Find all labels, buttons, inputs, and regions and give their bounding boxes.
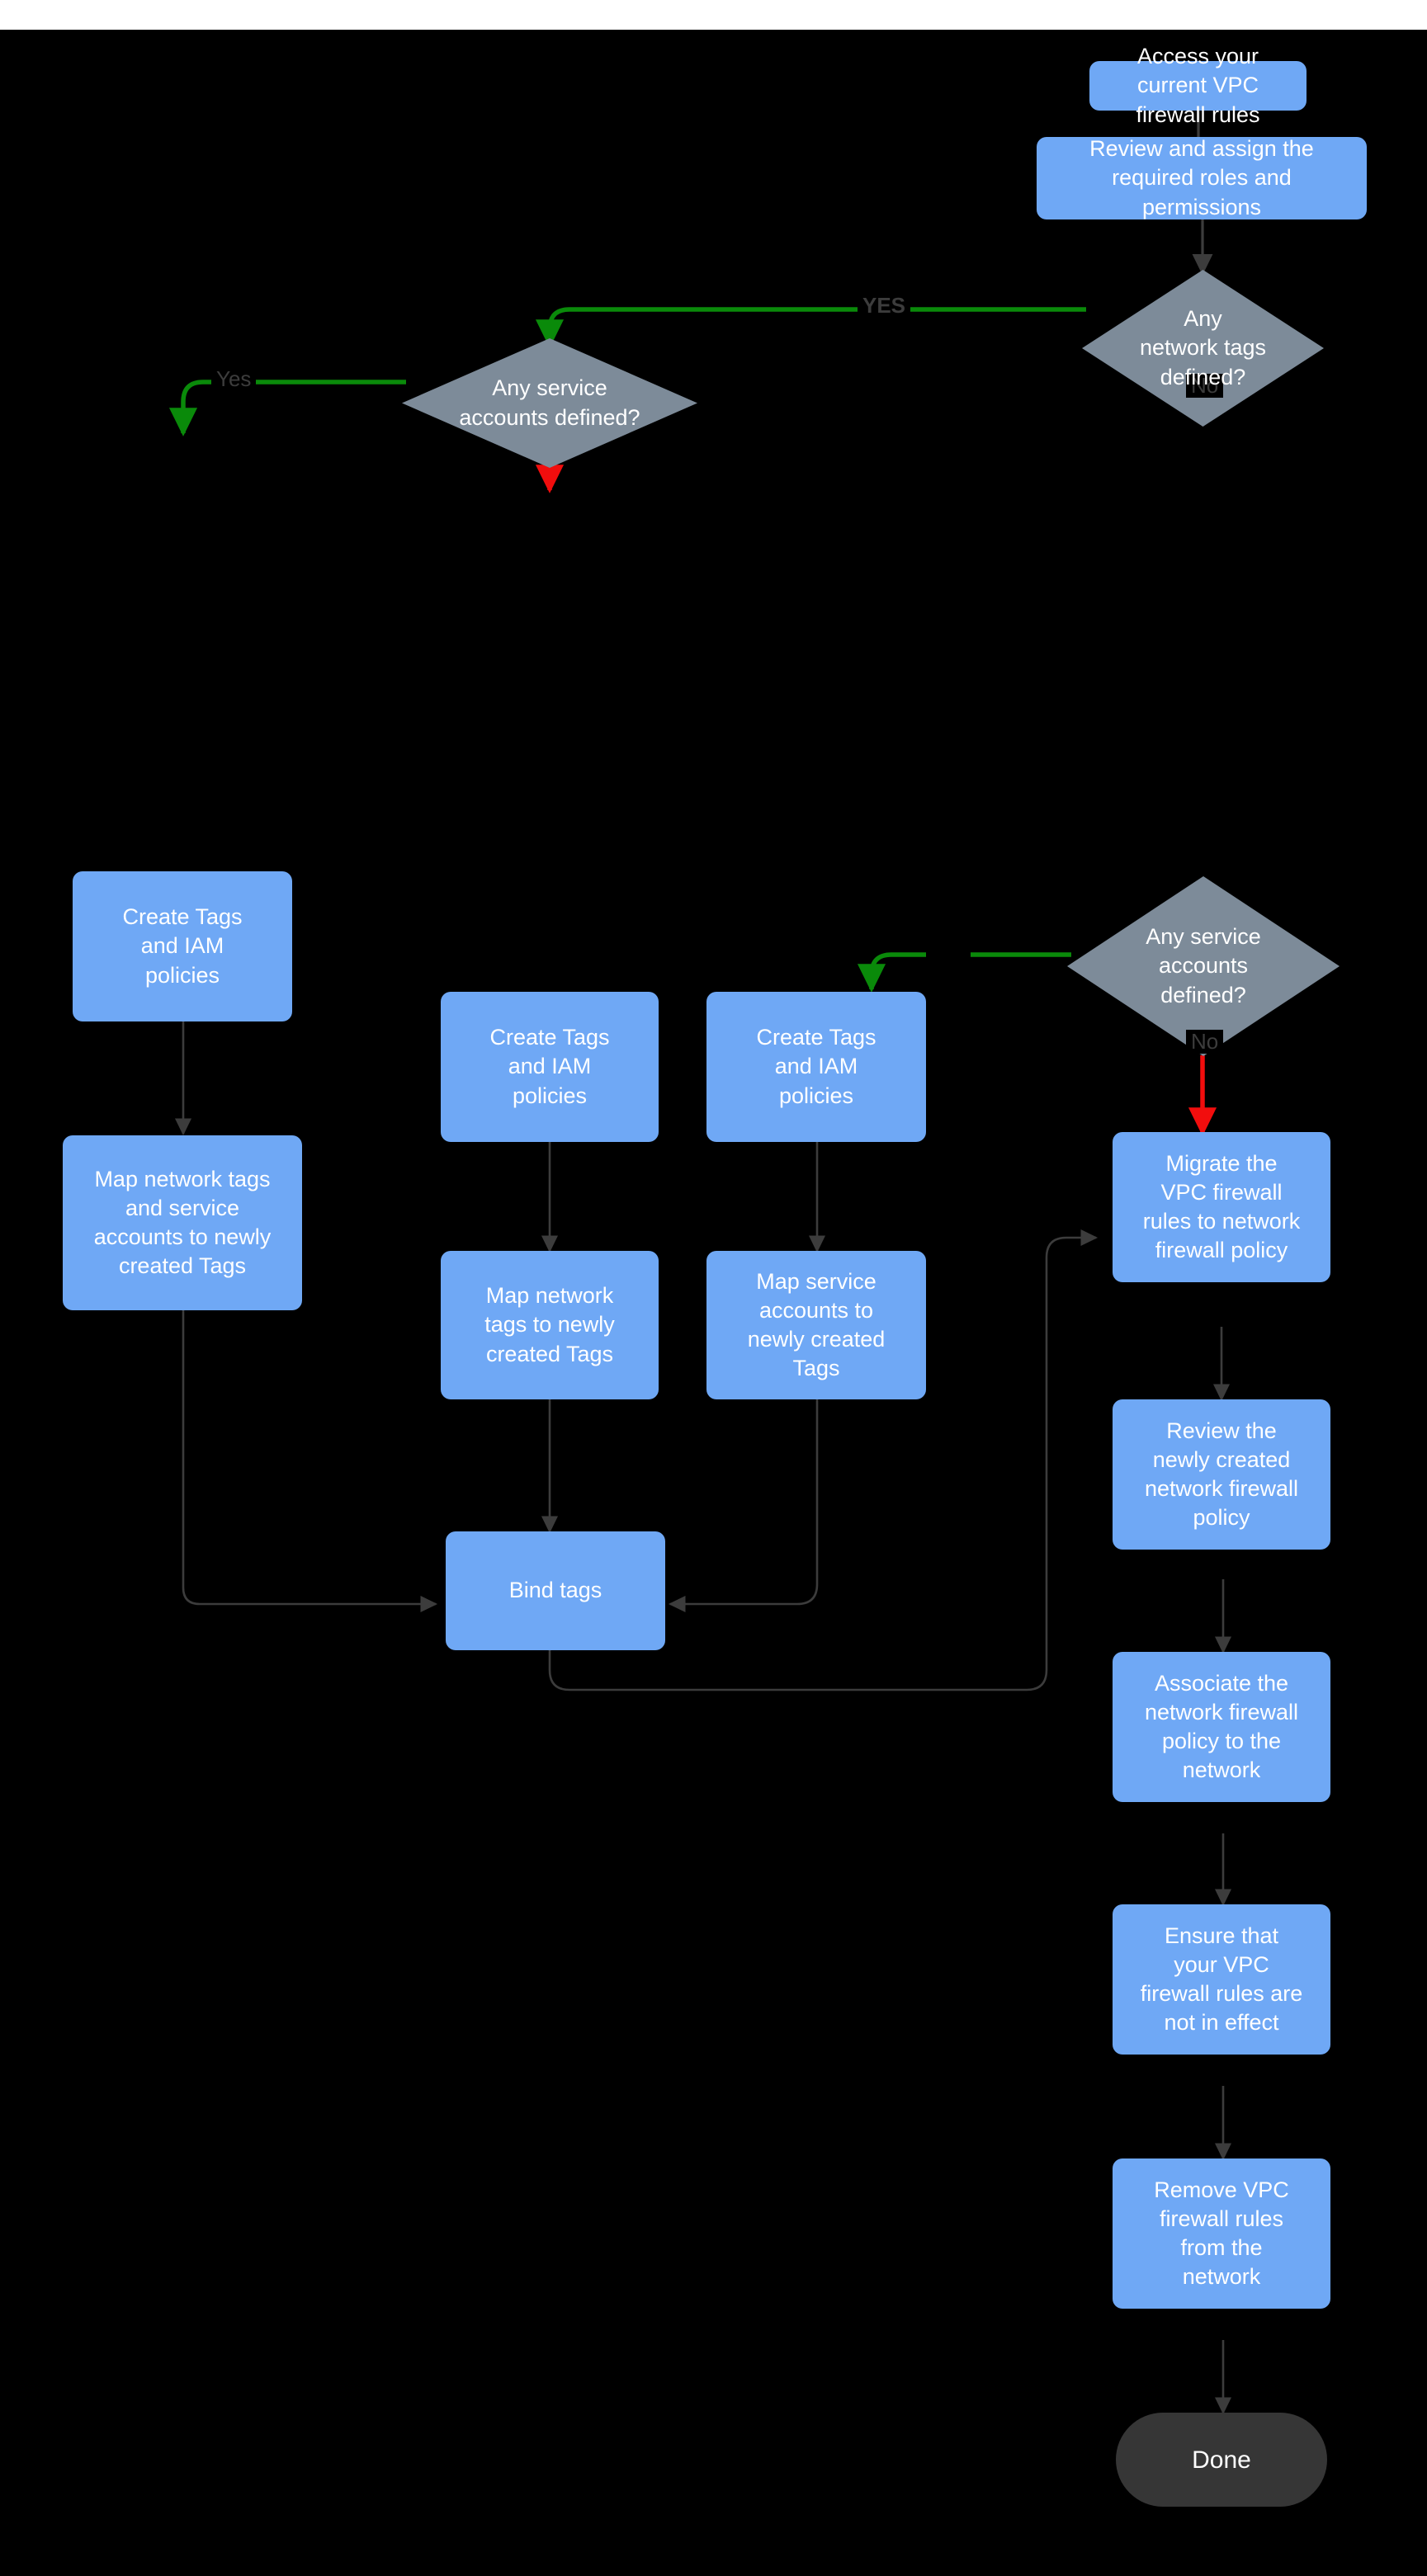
node-map-service-accounts[interactable]: Map service accounts to newly created Ta… [706, 1251, 926, 1399]
edge-serviceleft-yes [168, 380, 406, 436]
decision-service-accounts-left[interactable]: Any service accounts defined? [402, 338, 697, 468]
node-bind-tags[interactable]: Bind tags [446, 1531, 665, 1650]
node-remove-rules[interactable]: Remove VPC firewall rules from the netwo… [1113, 2158, 1330, 2309]
node-ensure-not-in-effect[interactable]: Ensure that your VPC firewall rules are … [1113, 1904, 1330, 2055]
edge-mapboth-to-bindtags [182, 1310, 438, 1613]
decision-network-tags[interactable]: Any network tags defined? [1082, 270, 1324, 427]
node-create-tags-third[interactable]: Create Tags and IAM policies [706, 992, 926, 1142]
node-map-network-tags[interactable]: Map network tags to newly created Tags [441, 1251, 659, 1399]
edge-serviceright-yes [857, 952, 1071, 993]
decision-network-tags-label: Any network tags defined? [1139, 306, 1267, 389]
edge-networktags-yes [535, 307, 1086, 348]
edge-label-no-service-accounts-right: No [1186, 1030, 1224, 1054]
node-create-tags-middle[interactable]: Create Tags and IAM policies [441, 992, 659, 1142]
edge-label-yes-network-tags: YES [858, 294, 911, 318]
flowchart-stage: Access your current VPC firewall rules R… [0, 30, 1427, 2576]
node-map-network-tags-and-service-accounts[interactable]: Map network tags and service accounts to… [63, 1135, 302, 1310]
node-migrate-rules[interactable]: Migrate the VPC firewall rules to networ… [1113, 1132, 1330, 1282]
decision-service-accounts-right[interactable]: Any service accounts defined? [1067, 876, 1340, 1056]
node-create-tags-left[interactable]: Create Tags and IAM policies [73, 871, 292, 1021]
edge-label-yes-service-accounts-left: Yes [211, 367, 257, 391]
node-review-policy[interactable]: Review the newly created network firewal… [1113, 1399, 1330, 1550]
edge-label-no-network-tags: No [1186, 374, 1224, 398]
edge-mapservice-to-bindtags [668, 1399, 819, 1613]
edge-label-yes-service-accounts-right: Yes [926, 941, 971, 965]
edge-bindtags-to-migrate [548, 1229, 1099, 1691]
node-review-roles[interactable]: Review and assign the required roles and… [1037, 136, 1367, 219]
node-access-vpc[interactable]: Access your current VPC firewall rules [1089, 44, 1307, 127]
decision-service-accounts-left-label: Any service accounts defined? [459, 375, 640, 430]
node-associate-policy[interactable]: Associate the network firewall policy to… [1113, 1652, 1330, 1802]
node-done[interactable]: Done [1116, 2413, 1327, 2507]
decision-service-accounts-right-label: Any service accounts defined? [1146, 924, 1261, 1007]
